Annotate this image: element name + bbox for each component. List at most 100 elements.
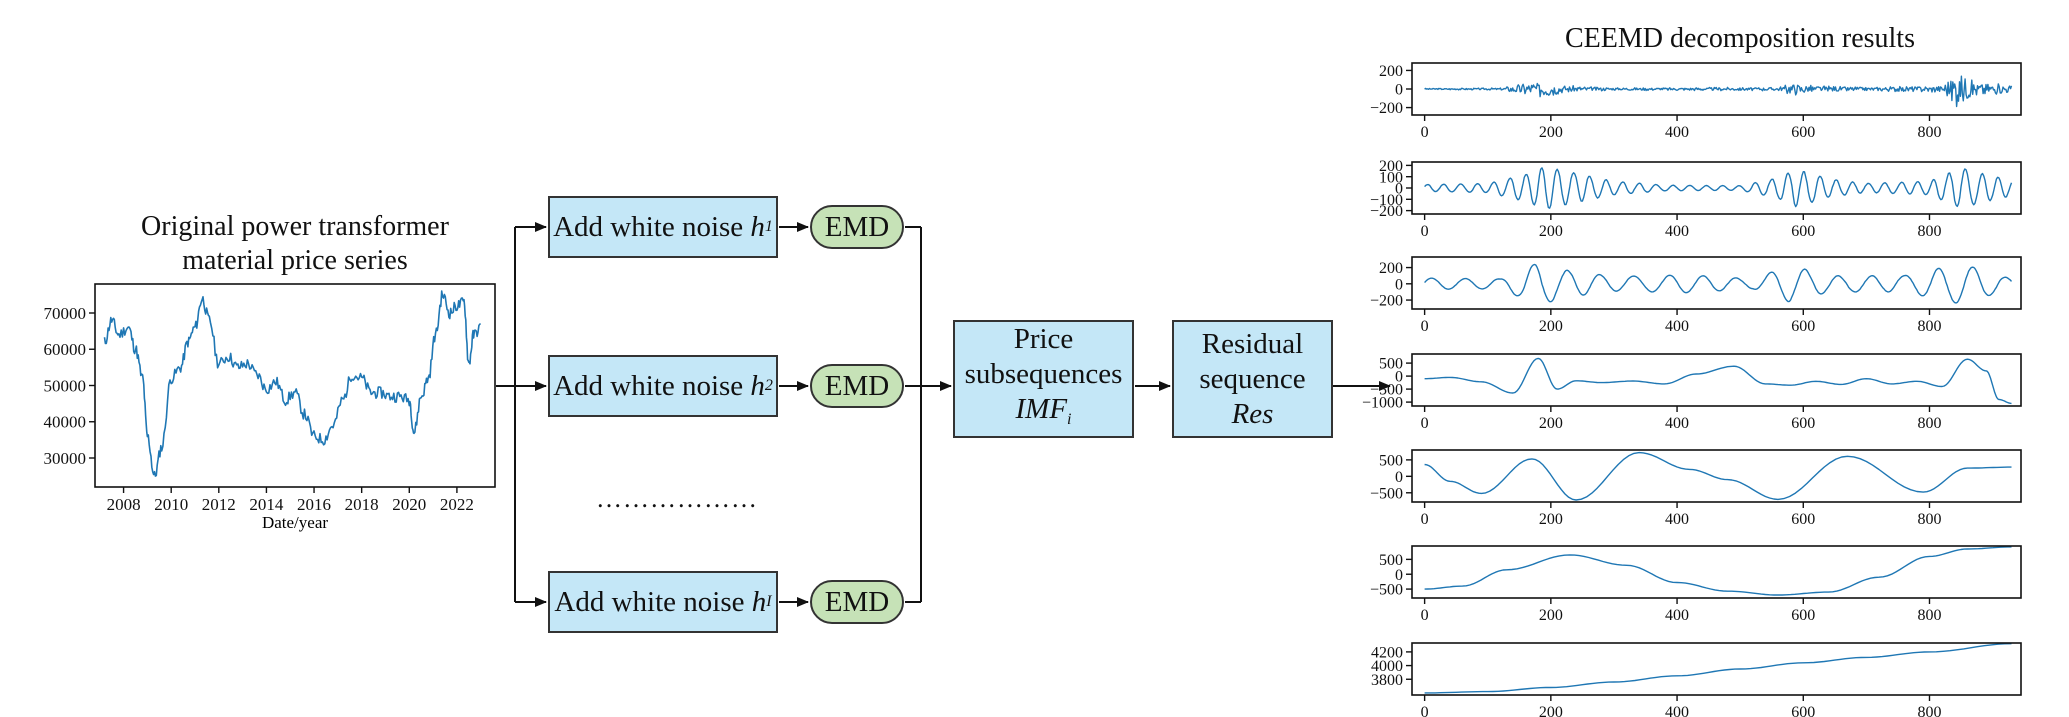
y-tick-label: 3800 (1371, 672, 1403, 689)
x-tick-label: 800 (1917, 124, 1941, 141)
x-tick-label: 200 (1539, 415, 1563, 432)
x-tick-label: 0 (1421, 223, 1429, 240)
x-tick-label: 400 (1665, 318, 1689, 335)
original-title-line1: Original power transformer (141, 211, 449, 242)
x-tick-label: 400 (1665, 704, 1689, 717)
series-line-imf1 (1424, 75, 2013, 108)
series-line-original (103, 290, 481, 477)
ellipsis: ……………… (596, 484, 758, 513)
x-tick-label: 2014 (249, 495, 284, 514)
x-tick-label: 400 (1665, 607, 1689, 624)
decomposition-title: CEEMD decomposition results (1565, 23, 1915, 54)
x-tick-label: 200 (1539, 124, 1563, 141)
y-tick-label: 500 (1379, 452, 1403, 469)
y-tick-label: 50000 (44, 376, 87, 395)
plot-frame (94, 283, 496, 488)
x-tick-label: 0 (1421, 415, 1429, 432)
series-line-imf5 (1424, 451, 2012, 501)
x-tick-label: 800 (1917, 704, 1941, 717)
plot-frame (1411, 449, 2022, 503)
series-line-imf2 (1424, 167, 2013, 209)
plot-frame (1411, 256, 2022, 310)
y-tick-label: 0 (1395, 469, 1403, 486)
plot-frame (1411, 642, 2022, 696)
x-tick-label: 0 (1421, 704, 1429, 717)
y-tick-label: 60000 (44, 340, 87, 359)
y-tick-label: 0 (1395, 82, 1403, 99)
x-tick-label: 600 (1791, 511, 1815, 528)
x-tick-label: 200 (1539, 223, 1563, 240)
y-tick-label: −500 (1370, 582, 1403, 599)
y-tick-label: 500 (1379, 356, 1403, 373)
original-title: Original power transformer material pric… (95, 210, 495, 278)
y-tick-label: −200 (1370, 203, 1403, 220)
y-tick-label: 70000 (44, 304, 87, 323)
x-tick-label: 600 (1791, 415, 1815, 432)
x-tick-label: 2012 (202, 495, 236, 514)
series-line-imf6 (1424, 546, 2012, 596)
x-tick-label: 600 (1791, 318, 1815, 335)
x-tick-label: 600 (1791, 223, 1815, 240)
y-tick-label: −500 (1370, 485, 1403, 502)
x-axis-label: Date/year (262, 513, 328, 532)
y-tick-label: 500 (1379, 552, 1403, 569)
x-tick-label: 400 (1665, 124, 1689, 141)
x-tick-label: 400 (1665, 511, 1689, 528)
x-tick-label: 200 (1539, 704, 1563, 717)
y-tick-label: 0 (1395, 567, 1403, 584)
series-line-imf4 (1424, 357, 2012, 405)
plot-frame (1411, 353, 2022, 407)
y-tick-label: −1000 (1362, 395, 1403, 412)
plot-frame (1411, 545, 2022, 599)
y-tick-label: −100 (1370, 192, 1403, 209)
x-tick-label: 800 (1917, 223, 1941, 240)
emd-node-i: EMD (810, 580, 904, 624)
y-tick-label: 200 (1379, 63, 1403, 80)
emd-node-1: EMD (810, 205, 904, 249)
y-tick-label: 4200 (1371, 644, 1403, 661)
x-tick-label: 2018 (345, 495, 379, 514)
y-tick-label: 200 (1379, 158, 1403, 175)
residual-sequence-box: Residual sequence Res (1172, 320, 1333, 438)
series-line-residual (1424, 643, 2012, 694)
x-tick-label: 0 (1421, 511, 1429, 528)
x-tick-label: 2020 (392, 495, 426, 514)
connectors (496, 222, 1391, 607)
series-line-imf3 (1424, 263, 2013, 304)
x-tick-label: 800 (1917, 511, 1941, 528)
x-tick-label: 0 (1421, 124, 1429, 141)
y-tick-label: 40000 (44, 413, 87, 432)
x-tick-label: 600 (1791, 704, 1815, 717)
original-title-line2: material price series (182, 245, 408, 276)
y-tick-label: −500 (1370, 382, 1403, 399)
y-tick-label: 0 (1395, 276, 1403, 293)
x-tick-label: 200 (1539, 511, 1563, 528)
x-tick-label: 800 (1917, 318, 1941, 335)
y-tick-label: 0 (1395, 181, 1403, 198)
y-tick-label: 0 (1395, 369, 1403, 386)
y-tick-label: −200 (1370, 100, 1403, 117)
x-tick-label: 200 (1539, 607, 1563, 624)
x-tick-label: 200 (1539, 318, 1563, 335)
x-tick-label: 2008 (107, 495, 141, 514)
x-tick-label: 800 (1917, 415, 1941, 432)
x-tick-label: 0 (1421, 318, 1429, 335)
x-tick-label: 2022 (440, 495, 474, 514)
x-tick-label: 400 (1665, 223, 1689, 240)
price-subsequences-box: Price subsequences IMFi (953, 320, 1134, 438)
y-tick-label: 100 (1379, 169, 1403, 186)
x-tick-label: 600 (1791, 607, 1815, 624)
x-tick-label: 0 (1421, 607, 1429, 624)
x-tick-label: 800 (1917, 607, 1941, 624)
